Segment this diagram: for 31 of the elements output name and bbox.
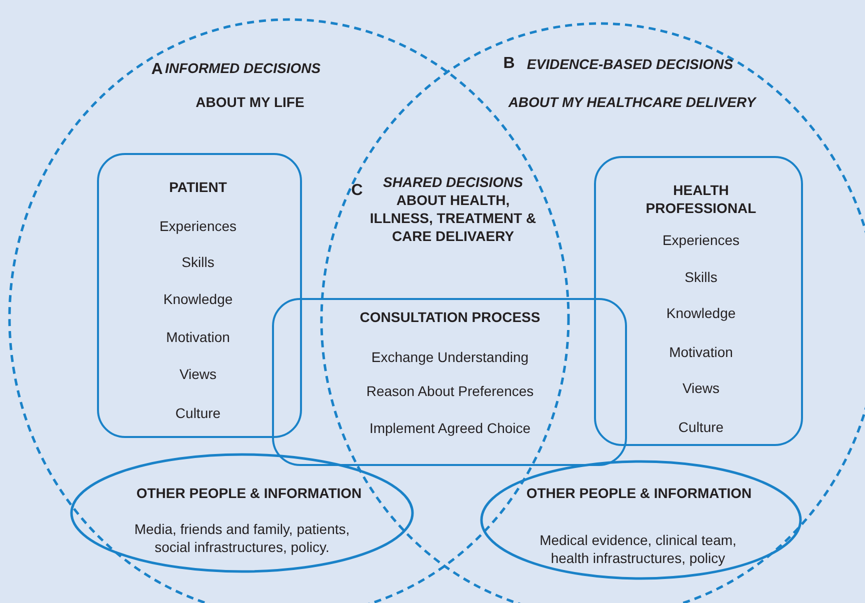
- item-text: Culture: [677, 418, 725, 436]
- item-text: Motivation: [165, 328, 231, 346]
- heading: CONSULTATION PROCESS: [358, 308, 542, 326]
- section-letter: C: [350, 182, 364, 200]
- heading: INFORMED DECISIONS: [165, 59, 322, 77]
- item-text: Skills: [684, 268, 718, 286]
- item-text: Reason About Preferences: [365, 382, 535, 400]
- item-text: Implement Agreed Choice: [368, 419, 532, 437]
- rounded-box: [272, 298, 627, 466]
- item-text: Experiences: [158, 217, 238, 235]
- item-text: Views: [178, 365, 218, 383]
- heading: OTHER PEOPLE & INFORMATION: [525, 484, 753, 502]
- heading: ABOUT MY LIFE: [194, 93, 306, 111]
- heading: PATIENT: [168, 178, 228, 196]
- item-text: Exchange Understanding: [370, 348, 530, 366]
- section-letter: B: [502, 55, 516, 73]
- item-text: Experiences: [661, 231, 741, 249]
- section-letter: A: [150, 61, 164, 79]
- item-text: Knowledge: [665, 304, 737, 322]
- item-text: Knowledge: [162, 290, 234, 308]
- item-text: Medical evidence, clinical team, health infrastructures, policy: [538, 531, 738, 567]
- item-text: Media, friends and family, patients, social infrastructures, policy.: [133, 520, 351, 556]
- heading: SHARED DECISIONS ABOUT HEALTH, ILLNESS, TREATMENT & CARE DELIVAERY: [368, 173, 538, 245]
- heading: OTHER PEOPLE & INFORMATION: [135, 484, 363, 502]
- heading: HEALTH PROFESSIONAL: [644, 181, 758, 217]
- item-text: Views: [681, 379, 721, 397]
- item-text: Motivation: [668, 343, 734, 361]
- heading: EVIDENCE-BASED DECISIONS: [526, 55, 734, 73]
- item-text: Skills: [180, 253, 216, 271]
- heading: ABOUT MY HEALTHCARE DELIVERY: [507, 93, 758, 111]
- item-text: Culture: [174, 404, 222, 422]
